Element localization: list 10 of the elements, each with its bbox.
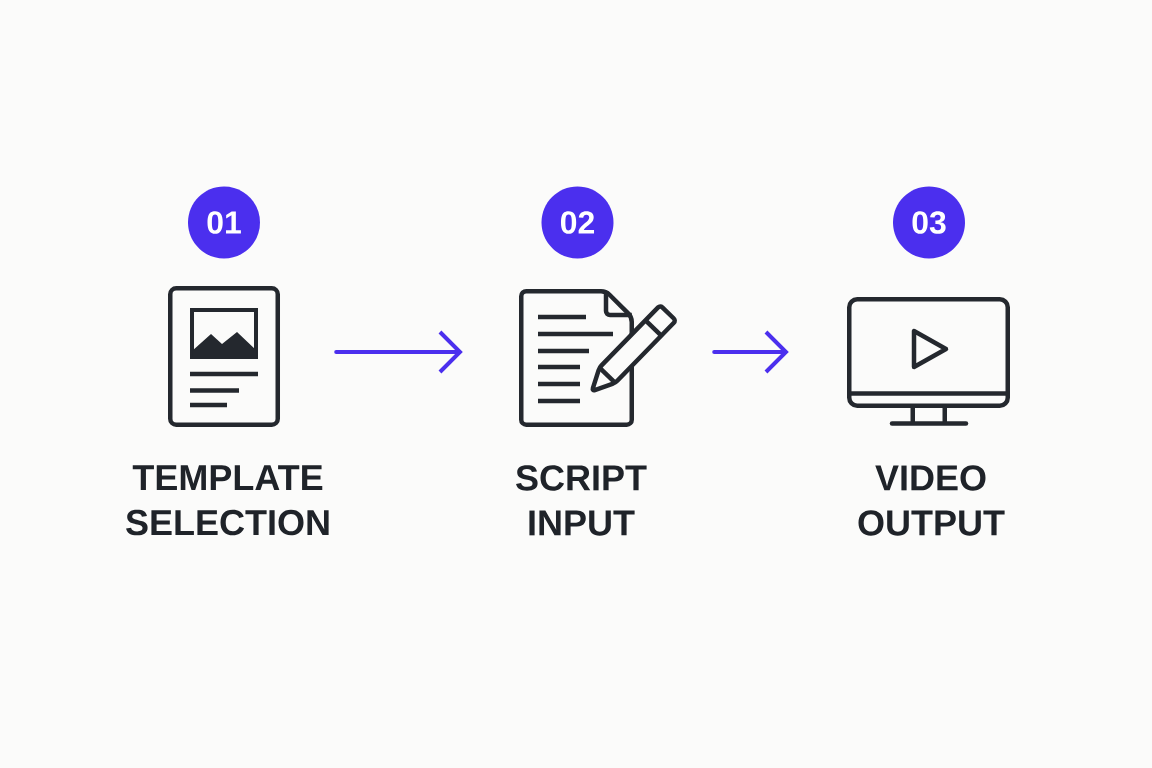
step-label: VIDEO OUTPUT	[858, 465, 1005, 536]
step-number-badge: 02	[541, 186, 614, 259]
monitor-play-icon	[847, 297, 1010, 426]
step-label: SCRIPT INPUT	[516, 465, 647, 536]
arrow	[334, 330, 463, 374]
image-document-icon	[168, 286, 280, 427]
step-label: TEMPLATE SELECTION	[126, 465, 329, 536]
document-pencil-icon	[519, 289, 677, 427]
step-number-badge: 03	[893, 186, 965, 259]
step-number-badge: 01	[188, 186, 260, 259]
